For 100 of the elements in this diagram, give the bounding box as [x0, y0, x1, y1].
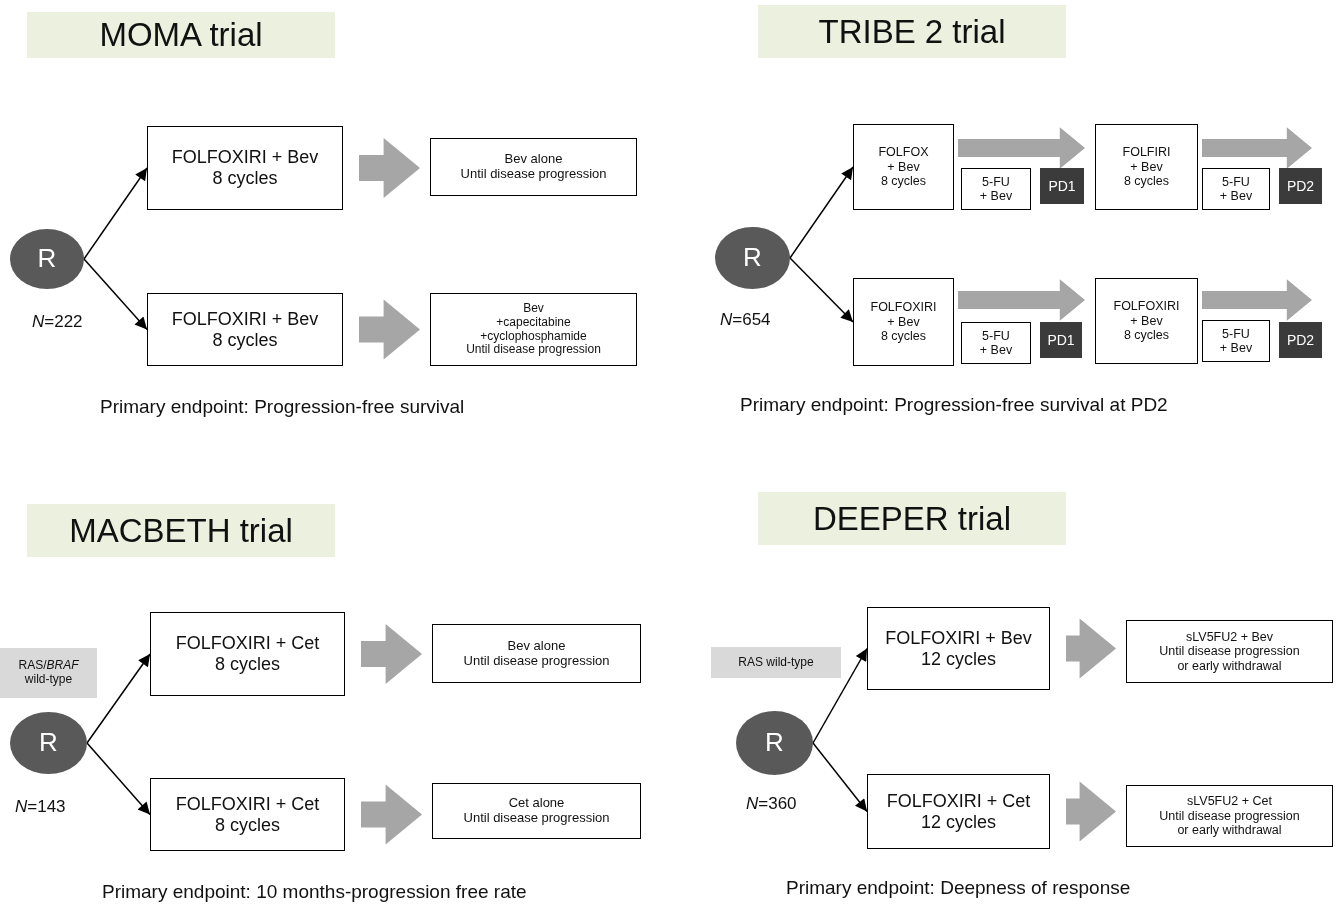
box-text: 5-FU — [1222, 174, 1250, 189]
box-text: Until disease progression — [466, 343, 601, 358]
block-arrow — [1202, 279, 1312, 321]
box-text: 5-FU — [1222, 326, 1250, 341]
circle-text: R — [37, 244, 57, 274]
box-text: 8 cycles — [880, 329, 927, 344]
box-text: FOLFOXIRI + Bev — [885, 627, 1032, 649]
block-arrow — [361, 784, 422, 845]
box-text: 12 cycles — [920, 811, 996, 833]
box-text: FOLFOXIRI + Cet — [175, 633, 320, 654]
box-text: sLV5FU2 + Bev — [1186, 629, 1273, 645]
marker-text: PD2 — [1286, 331, 1315, 349]
treatment-box — [853, 124, 954, 210]
progression-marker — [1279, 168, 1322, 204]
box-text: or early withdrawal — [1177, 658, 1282, 674]
band-text: RAS wild-type — [738, 655, 814, 670]
box-text: or early withdrawal — [1177, 823, 1282, 838]
endpoint-note: Primary endpoint: Progression-free survival — [100, 396, 465, 418]
box-text: Until disease progression — [460, 167, 607, 182]
box-text: FOLFOXIRI + Cet — [886, 790, 1031, 812]
sample-size: N=654 — [720, 310, 771, 330]
treatment-box — [1095, 124, 1198, 210]
circle-text: R — [743, 243, 762, 273]
arrow — [812, 647, 868, 744]
treatment-box — [432, 783, 641, 839]
treatment-box — [150, 612, 345, 696]
treatment-box — [867, 774, 1050, 849]
arrow — [789, 257, 854, 323]
sample-size: N=222 — [32, 312, 83, 332]
arrow — [812, 742, 868, 813]
box-text: 8 cycles — [212, 329, 278, 351]
title-band — [27, 12, 335, 58]
block-arrow — [359, 138, 420, 198]
box-text: 8 cycles — [880, 174, 927, 189]
block-arrow — [1066, 618, 1116, 679]
block-arrow — [359, 299, 420, 360]
box-text: Cet alone — [508, 796, 565, 811]
endpoint-note: Primary endpoint: Progression-free survival at PD2 — [740, 394, 1168, 416]
arrow — [83, 167, 148, 260]
block-arrow — [1202, 127, 1312, 169]
treatment-box — [1095, 278, 1198, 364]
treatment-box — [853, 278, 954, 366]
marker-text: PD2 — [1286, 177, 1315, 195]
box-text: Bev alone — [507, 638, 566, 654]
arrow — [789, 166, 854, 259]
box-text: FOLFOXIRI + Bev — [171, 147, 319, 168]
treatment-box — [430, 138, 637, 196]
treatment-box — [867, 607, 1050, 690]
box-text: Until disease progression — [463, 653, 610, 669]
box-text: Until disease progression — [463, 811, 610, 826]
treatment-box — [1126, 785, 1333, 847]
box-text: 8 cycles — [1123, 174, 1170, 189]
trial-title: MACBETH trial — [69, 511, 293, 550]
progression-marker — [1040, 168, 1084, 204]
block-arrow — [958, 279, 1085, 321]
endpoint-note: Primary endpoint: 10 months-progression free rate — [102, 881, 527, 903]
box-text: + Bev — [979, 343, 1013, 358]
treatment-box — [147, 126, 343, 210]
treatment-box — [1202, 320, 1270, 362]
band-text: RAS/BRAF wild-type — [17, 659, 80, 687]
box-text: FOLFOXIRI — [1113, 299, 1180, 314]
box-text: FOLFOX — [878, 145, 929, 160]
box-text: 8 cycles — [215, 654, 280, 675]
box-text: FOLFOXIRI + Bev — [171, 308, 319, 330]
box-text: 5-FU — [982, 174, 1010, 189]
circle-text: R — [765, 728, 784, 758]
title-band — [27, 504, 335, 557]
box-text: + Bev — [887, 159, 920, 175]
box-text: 8 cycles — [215, 814, 280, 836]
box-text: FOLFIRI — [1122, 145, 1171, 160]
trial-title: DEEPER trial — [812, 499, 1012, 538]
arrow — [86, 742, 151, 816]
box-text: FOLFOXIRI + Cet — [175, 793, 320, 815]
treatment-box — [1126, 620, 1333, 683]
arrow — [86, 653, 151, 744]
box-text: FOLFOXIRI — [870, 300, 937, 315]
treatment-box — [147, 293, 343, 366]
progression-marker — [1279, 322, 1322, 358]
treatment-box — [961, 322, 1031, 364]
sample-size: N=143 — [15, 797, 66, 817]
block-arrow — [1066, 781, 1116, 842]
box-text: sLV5FU2 + Cet — [1187, 794, 1272, 809]
treatment-box — [150, 778, 345, 851]
trial-title: TRIBE 2 trial — [818, 12, 1006, 51]
box-text: + Bev — [979, 189, 1013, 204]
box-text: + Bev — [887, 314, 920, 330]
treatment-box — [1202, 168, 1270, 210]
title-band — [758, 492, 1066, 545]
box-text: 5-FU — [982, 328, 1010, 343]
box-text: + Bev — [1219, 341, 1253, 356]
population-band — [711, 647, 841, 678]
trial-title: MOMA trial — [99, 16, 263, 54]
marker-text: PD1 — [1048, 177, 1076, 195]
title-band — [758, 5, 1066, 58]
box-text: +cyclophosphamide — [480, 329, 587, 344]
circle-text: R — [39, 728, 58, 758]
box-text: Until disease progression — [1159, 644, 1300, 659]
box-text: Bev — [523, 301, 544, 316]
box-text: 8 cycles — [1123, 328, 1170, 343]
block-arrow — [958, 127, 1085, 169]
